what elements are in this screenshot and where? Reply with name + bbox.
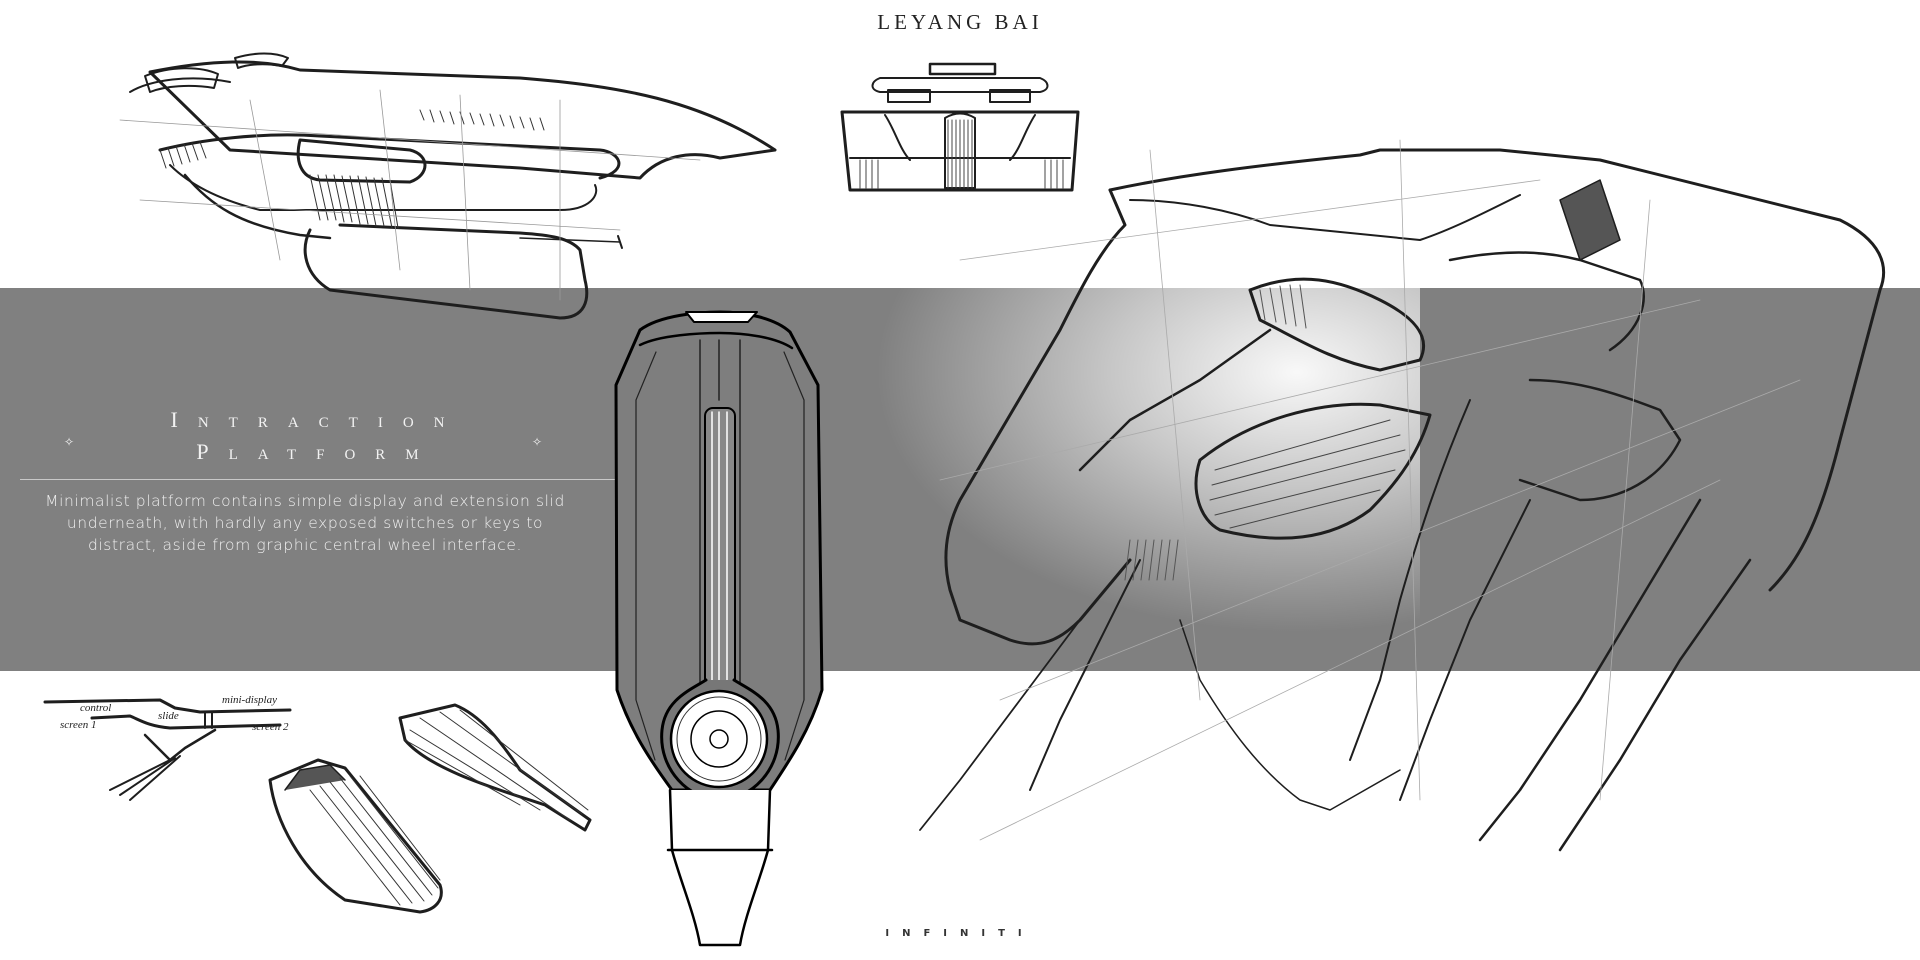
dashboard-side-sketch bbox=[119, 52, 777, 320]
designer-name: LEYANG BAI bbox=[877, 10, 1043, 34]
title-line-1: Intraction bbox=[170, 407, 465, 432]
panel-sketches bbox=[268, 703, 592, 914]
interaction-platform-render bbox=[614, 310, 824, 947]
section-title: Intraction Platform bbox=[20, 404, 615, 468]
ornament-right-icon: ✧ bbox=[532, 435, 543, 449]
annotation-screen-1: screen 1 bbox=[60, 719, 97, 731]
title-divider bbox=[20, 479, 616, 480]
brand-footer: INFINITI bbox=[885, 928, 1035, 939]
annotation-control: control bbox=[80, 702, 111, 714]
annotation-mini-display: mini-display bbox=[222, 694, 277, 706]
title-line-2: Platform bbox=[196, 439, 439, 464]
interior-perspective-sketch bbox=[919, 139, 1886, 852]
platform-section-sketch bbox=[43, 698, 292, 801]
ornament-left-icon: ✧ bbox=[64, 435, 75, 449]
annotation-screen-2: screen 2 bbox=[252, 721, 289, 733]
annotation-slide: slide bbox=[158, 710, 179, 722]
sketch-annotations: control slide mini-display screen 1 scre… bbox=[60, 694, 289, 733]
dashboard-front-sketch bbox=[840, 62, 1080, 192]
section-description: Minimalist platform contains simple disp… bbox=[45, 492, 565, 554]
